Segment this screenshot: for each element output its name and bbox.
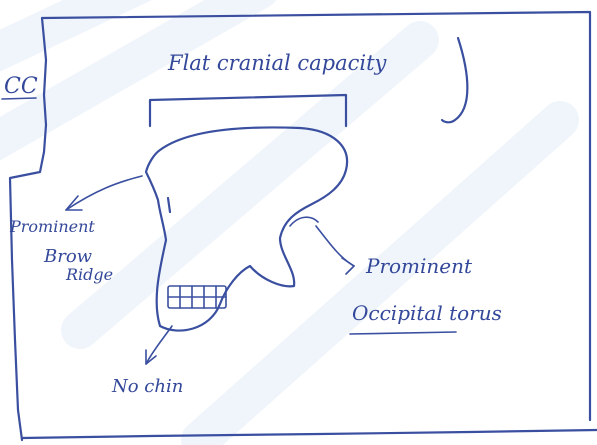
occipital-underline bbox=[350, 332, 456, 334]
teeth bbox=[168, 286, 226, 308]
occipital-label-line2: Occipital torus bbox=[352, 301, 502, 325]
brow-label-line3: Ridge bbox=[65, 265, 113, 284]
occipital-label-line1: Prominent bbox=[365, 254, 473, 278]
occipital-arrowhead bbox=[342, 258, 354, 274]
chin-arrow bbox=[146, 326, 172, 364]
chin-label: No chin bbox=[111, 376, 183, 397]
cranial-swoosh bbox=[442, 38, 467, 122]
cranial-capacity-label: Flat cranial capacity bbox=[167, 51, 388, 75]
brow-label-line2: Brow bbox=[43, 246, 93, 267]
occipital-arrow bbox=[316, 226, 354, 266]
top-left-underline bbox=[2, 98, 36, 99]
top-left-label: CC bbox=[4, 74, 38, 99]
brow-mark bbox=[168, 198, 170, 212]
brow-label-line1: Prominent bbox=[9, 217, 95, 236]
brow-arrow bbox=[66, 176, 142, 210]
chin-arrowhead bbox=[146, 350, 156, 364]
occipital-inner-line bbox=[290, 217, 318, 226]
brow-arrowhead bbox=[66, 196, 82, 210]
